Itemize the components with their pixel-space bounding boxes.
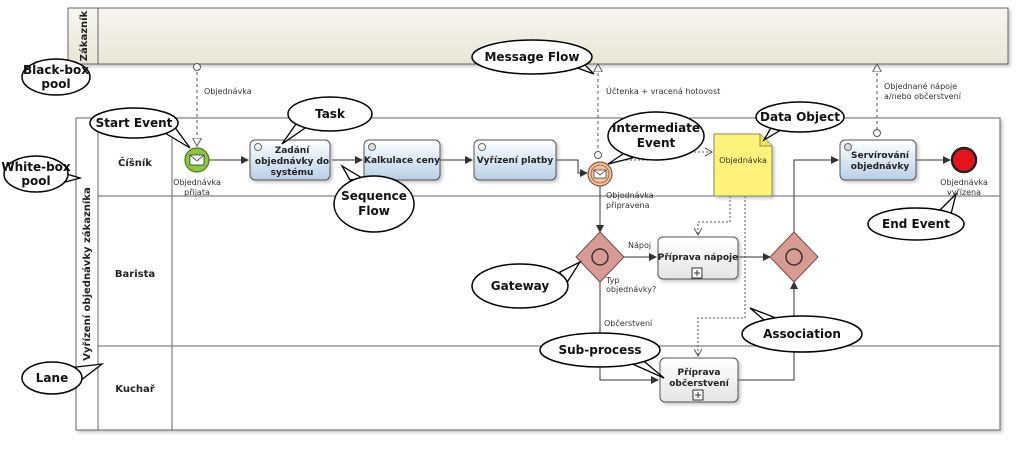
lane-label-kuchar: Kuchař	[115, 383, 154, 395]
lane-label-barista: Barista	[115, 269, 155, 280]
callout-start-event: Start Event	[89, 107, 191, 149]
callout-intermediate-line1: Intermediate	[612, 121, 700, 135]
callout-gateway: Gateway	[471, 260, 582, 309]
callout-message-flow-text: Message Flow	[484, 50, 579, 64]
message-flow-in-label: Objednávka	[204, 87, 252, 96]
task-vyrizeni-label: Vyřízení platby	[477, 156, 554, 166]
callout-black-box-pool: Black-box pool	[21, 58, 91, 96]
callout-lane: Lane	[21, 361, 105, 395]
callout-intermediate-line2: Event	[637, 136, 676, 150]
end-event-label-1: Objednávka	[940, 178, 988, 187]
callout-end-event: End Event	[867, 191, 965, 241]
task-zadani-line1: Zadání	[275, 146, 311, 156]
data-object[interactable]: Objednávka	[713, 133, 773, 197]
callout-sub-process-text: Sub-process	[558, 343, 641, 357]
gateway-branch-napoj: Nápoj	[628, 241, 651, 250]
task-kalkulace-label: Kalkulace ceny	[364, 156, 440, 166]
message-flow-out2-line1: Objednané nápoje	[884, 81, 957, 91]
start-event-label-2: přijata	[184, 188, 210, 197]
callout-intermediate-event: Intermediate Event	[607, 111, 705, 165]
callout-message-flow: Message Flow	[471, 39, 595, 75]
message-flow-in[interactable]: Objednávka	[194, 63, 252, 147]
gear-icon	[368, 143, 376, 151]
lane-label-cisnik: Číšník	[118, 156, 152, 169]
callout-sequence-flow-line1: Sequence	[341, 189, 407, 203]
data-object-label: Objednávka	[719, 156, 767, 165]
gateway-label-1: Typ	[605, 276, 619, 285]
callout-start-event-text: Start Event	[96, 116, 173, 130]
callout-white-box-pool: White-box pool	[1, 155, 83, 193]
callout-white-box-line1: White-box	[1, 160, 71, 174]
callout-lane-text: Lane	[36, 371, 68, 385]
gateway-split[interactable]: Typ objednávky? Nápoj Občerstvení	[575, 231, 656, 328]
task-priprava-obcerstveni-line2: občerstvení	[669, 378, 730, 389]
task-priprava-napoje[interactable]: Příprava nápoje	[657, 236, 739, 280]
callout-data-object: Data Object	[755, 101, 845, 142]
callout-sub-process: Sub-process	[539, 332, 665, 379]
callout-end-event-text: End Event	[882, 217, 950, 231]
callout-task: Task	[281, 96, 373, 145]
task-zadani-line2: objednávky do	[255, 157, 329, 167]
white-box-pool-title: Vyřízení objednávky zákazníka	[81, 187, 93, 360]
intermediate-event[interactable]: Objednávka připravena	[587, 161, 654, 210]
user-icon	[478, 143, 486, 151]
intermediate-event-label-1: Objednávka	[606, 191, 654, 200]
gateway-branch-obcerstveni: Občerstvení	[604, 318, 653, 328]
envelope-icon	[593, 169, 607, 179]
task-vyrizeni[interactable]: Vyřízení platby	[473, 139, 557, 181]
start-event-label-1: Objednávka	[173, 178, 221, 187]
callout-sequence-flow: Sequence Flow	[333, 164, 415, 233]
black-box-pool-title: Zákazník	[78, 10, 90, 61]
user-icon	[254, 143, 262, 151]
gateway-join[interactable]	[769, 231, 819, 283]
message-flow-out-2[interactable]: Objednané nápoje a/nebo občerstvení	[874, 64, 962, 137]
end-event[interactable]: Objednávka vyřízena	[940, 146, 988, 197]
message-flow-out[interactable]: Účtenka + vracená hotovost	[595, 64, 721, 159]
message-flow-out2-line2: a/nebo občerstvení	[884, 91, 962, 101]
callout-black-box-line1: Black-box	[23, 63, 89, 77]
gateway-label-2: objednávky?	[606, 285, 656, 294]
callout-association: Association	[741, 307, 863, 353]
end-event-label-2: vyřízena	[947, 188, 981, 197]
callout-task-text: Task	[315, 107, 346, 121]
callout-association-text: Association	[763, 327, 841, 341]
task-servirovani[interactable]: Servírování objednávky	[839, 139, 917, 181]
callout-gateway-text: Gateway	[491, 279, 550, 293]
task-zadani-line3: systému	[271, 167, 314, 178]
send-icon	[844, 143, 852, 151]
task-priprava-obcerstveni-line1: Příprava	[677, 368, 720, 378]
start-event[interactable]: Objednávka přijata	[173, 147, 221, 197]
task-priprava-obcerstveni[interactable]: Příprava občerstvení	[659, 357, 739, 403]
sequence-flows	[209, 156, 951, 384]
task-priprava-napoje-label: Příprava nápoje	[658, 253, 738, 263]
task-kalkulace[interactable]: Kalkulace ceny	[363, 139, 441, 181]
intermediate-event-label-2: připravena	[606, 201, 650, 210]
task-zadani[interactable]: Zadání objednávky do systému	[249, 139, 331, 181]
message-flow-out-label: Účtenka + vracená hotovost	[606, 85, 720, 96]
callout-sequence-flow-line2: Flow	[358, 204, 390, 218]
callout-data-object-text: Data Object	[760, 110, 840, 124]
task-servirovani-line1: Servírování	[851, 151, 910, 161]
callout-black-box-line2: pool	[41, 77, 70, 91]
task-servirovani-line2: objednávky	[851, 162, 910, 172]
callout-white-box-line2: pool	[21, 174, 50, 188]
